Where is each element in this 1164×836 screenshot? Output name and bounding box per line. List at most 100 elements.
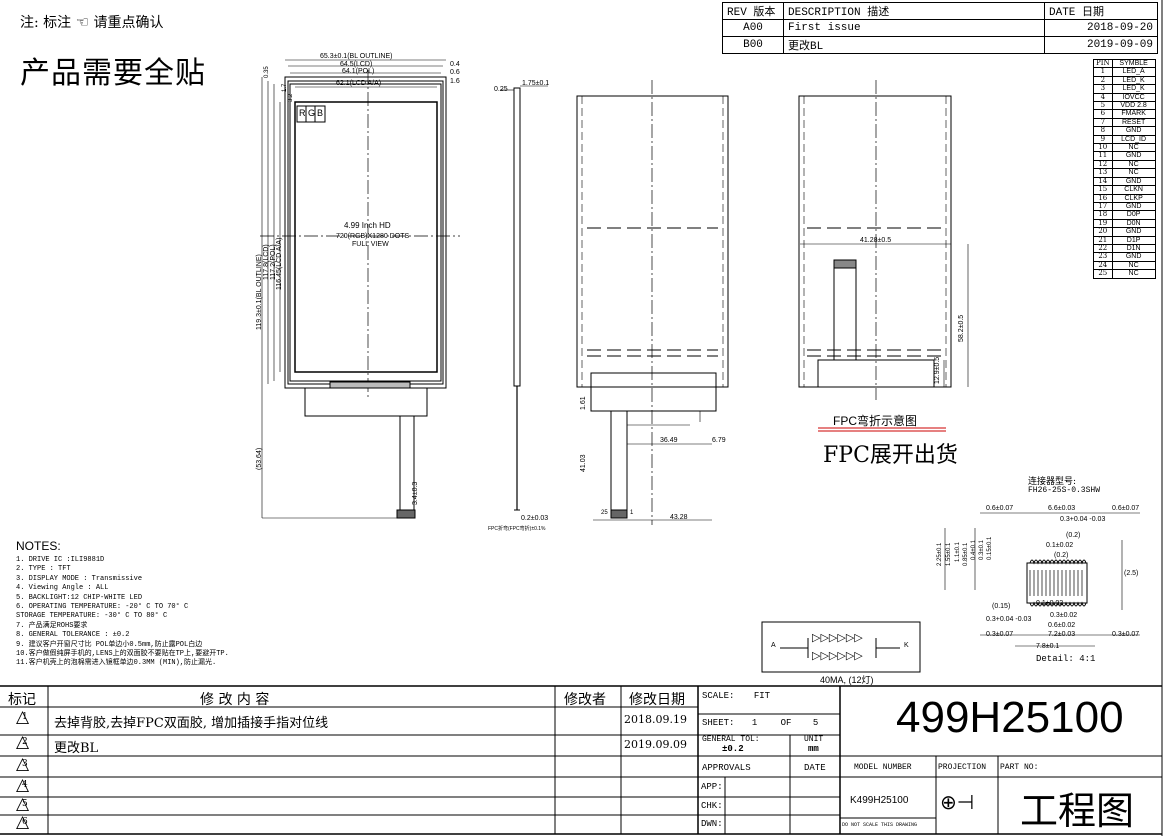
front-fpc-head [304,387,428,417]
pin-symbol: FMARK [1111,109,1156,119]
symbol-header: SYMBLE [1111,58,1156,69]
conn-dim: 6.6±0.03 [1048,505,1076,512]
pin-symbol: NC [1111,159,1156,170]
header-mark: 标记 [8,692,36,708]
note-text: 请重点确认 [93,15,164,31]
part-number-large: 499H25100 [896,693,1124,742]
tol-value: ±0.2 [722,744,744,754]
svg-text:▷▷▷▷▷▷: ▷▷▷▷▷▷ [812,649,863,662]
panel-resolution: 720(RGB)X1280 DOTS [336,233,410,240]
dim-3649: 36.49 [660,437,678,444]
sheet-cell: SHEET: 1 OF 5 [702,718,818,728]
date-label: DATE [804,763,826,773]
rev-date: 2019-09-09 [1044,36,1158,54]
dim-129: 12.9±0.5 [934,356,941,384]
rgb-b: B [317,108,324,118]
scale-label: SCALE: [702,691,735,701]
conn-dim: 0.3+0.04 -0.03 [986,616,1032,623]
model-value: K499H25100 [850,795,909,806]
fpc-caption: FPC展开出货 [823,443,958,468]
pin-symbol: CLKN [1111,185,1156,195]
pin-symbol: D0N [1111,218,1156,229]
approvals-label: APPROVALS [702,763,751,773]
rgb-r: R [299,108,306,118]
led-anode-label: A [771,642,776,649]
conn-vdim: 0.85±0.1 [963,542,969,566]
panel-view: FULL VIEW [352,241,389,248]
dwn-label: DWN: [701,819,723,829]
pin-symbol: GND [1111,201,1156,212]
conn-vdim: 0.15±0.1 [987,536,993,560]
side-view-body [513,87,521,387]
bent-caption: FPC弯折示意图 [833,414,918,428]
note-item: 6. OPERATING TEMPERATURE: -20° C TO 70° … [16,603,189,612]
pin-25-label: 25 [601,510,608,516]
led-diagram-box [761,621,921,673]
panel-title: 4.99 Inch HD [344,221,391,230]
conn-dim: (0.2) [1066,532,1081,539]
dim-fpc-length: (53.64) [256,447,263,470]
dim-right-04: 0.4 [450,61,460,68]
pin-symbol: IOVCC [1111,92,1156,103]
pin-symbol: NC [1111,168,1156,178]
pin-symbol: NC [1111,269,1156,279]
sheet-total: 5 [812,718,819,728]
led-cathode-label: K [904,642,909,649]
note-item: STORAGE TEMPERATURE: -30° C TO 80° C [16,612,168,621]
conn-dim: (0.15) [992,603,1011,610]
sheet-label: SHEET: [702,718,735,728]
note-item: 8. GENERAL TOLERANCE : ±0.2 [16,631,130,640]
conn-vdim: 2.25±0.1 [937,542,943,566]
pin-symbol: GND [1111,151,1156,161]
warning-triangle-icon: △1 [16,707,30,727]
pin-symbol: GND [1111,126,1156,136]
pin-symbol: GND [1111,176,1156,187]
warning-triangle-icon: △4 [16,775,30,795]
pointing-hand-icon: ☜ [75,13,90,31]
pin-symbol: D0P [1111,210,1156,220]
dim-right-06: 0.6 [450,69,460,76]
dim-025: 0.25 [494,86,508,93]
front-active-area [294,101,438,373]
scale-cell: SCALE: FIT [702,691,770,701]
pin-symbol: LED_K [1111,84,1156,94]
pin-1-label: 1 [630,510,634,516]
rev-header: REV 版本 [722,2,784,20]
pin-symbol: GND [1111,252,1156,262]
scale-value: FIT [753,691,771,701]
connector-model: FH26-25S-0.3SHW [1028,486,1101,495]
conn-dim: 0.3+0.04 -0.03 [1060,516,1106,523]
dim-bl-width: 65.3±0.1(BL OUTLINE) [320,53,393,60]
rgb-box [296,105,326,123]
conn-dim: 0.1±0.02 [1036,600,1064,607]
note-item: 11.客户机壳上的泡棉需进入镜框单边0.3MM (MIN),防止漏光. [16,659,217,668]
conn-vdim: 0.3±0.1 [979,540,985,560]
back-view-outline [576,95,729,388]
mark-number: 3 [22,759,28,769]
detail-label: Detail: 4:1 [1036,654,1096,664]
conn-vdim: 1.1±0.1 [955,542,961,562]
notes-title: NOTES: [16,539,61,553]
pin-symbol: LED_A [1111,67,1156,77]
mark-number: 6 [22,817,28,827]
back-connector-block [590,372,717,388]
mark-number: 4 [22,780,28,790]
dim-bl-height: 119.3±0.1(BL OUTLINE) [256,254,263,330]
warning-triangle-icon: △6 [16,812,30,832]
dim-left-17: 1.7 [282,83,288,92]
led-caption: 40MA, (12灯) [820,675,874,685]
no-scale-note: DO NOT SCALE THIS DRAWING [842,822,918,828]
warning-triangle-icon: △2 [16,732,30,752]
dim-pol-width: 64.1(POL) [342,68,375,75]
pin-symbol: LED_K [1111,75,1156,86]
